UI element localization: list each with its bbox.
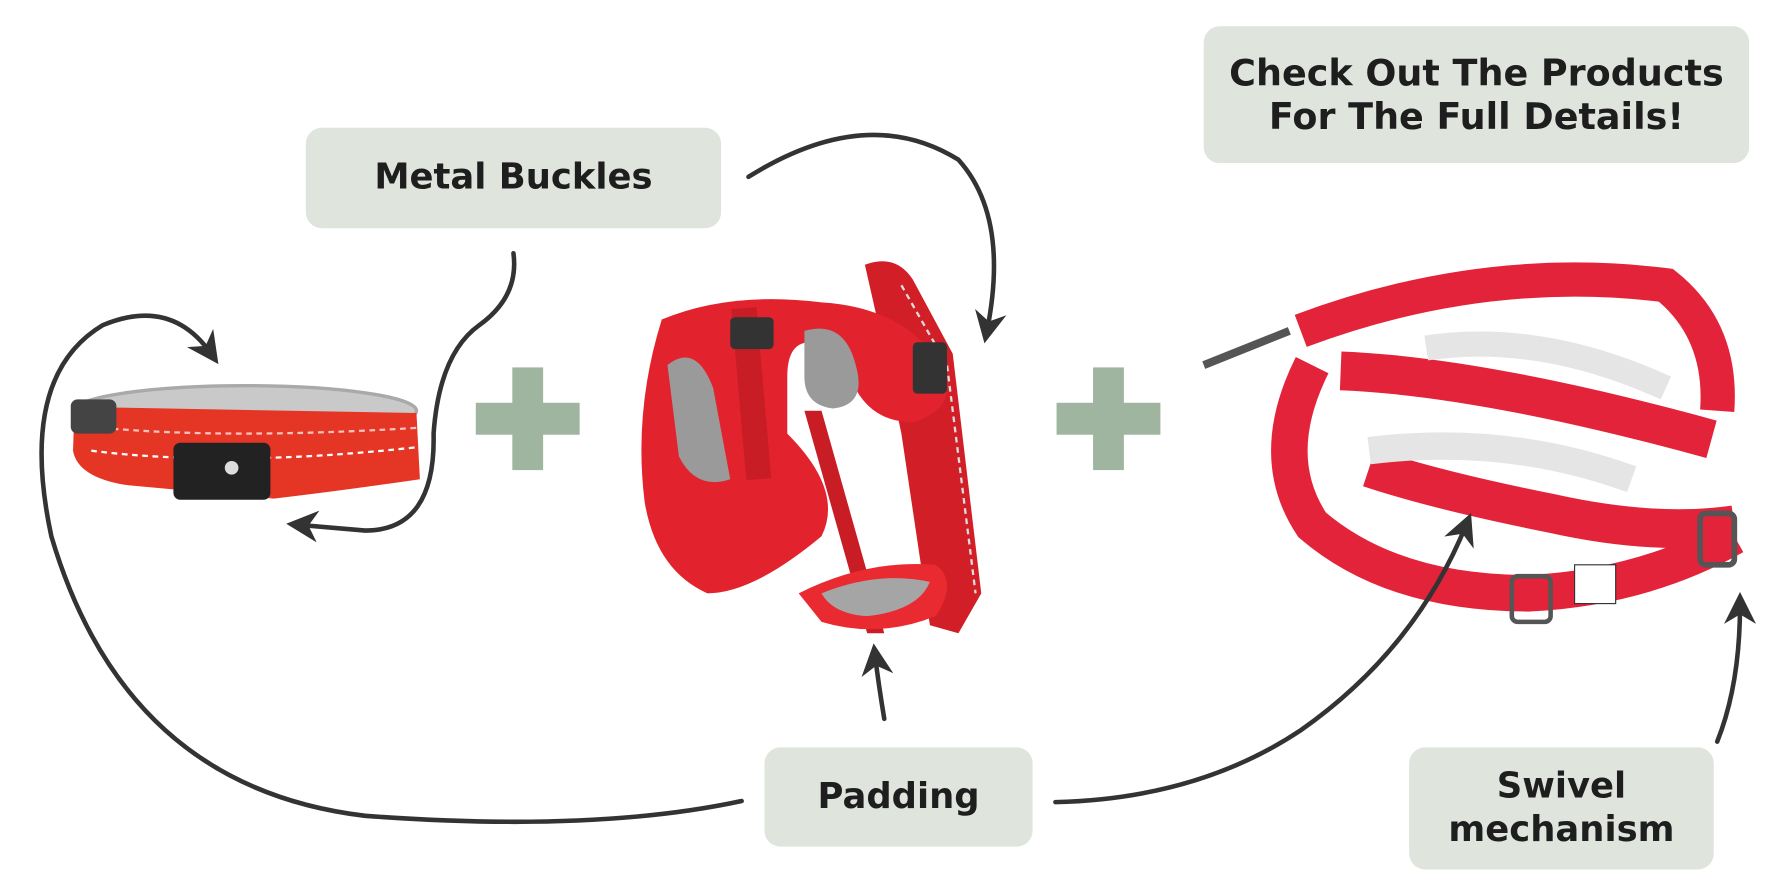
cta-label: Check Out The Products For The Full Deta…	[1203, 26, 1750, 164]
metal-buckles-label: Metal Buckles	[305, 127, 722, 229]
swivel-text-line2: mechanism	[1448, 808, 1675, 850]
arrows	[39, 132, 1756, 825]
arrow-swivel-to-leash	[1714, 591, 1756, 744]
swivel-text-line1: Swivel	[1496, 765, 1627, 808]
arrow-buckles-to-collar	[286, 251, 517, 543]
padding-label: Padding	[764, 747, 1033, 847]
arrow-padding-to-leash	[1053, 513, 1474, 805]
arrow-buckles-to-harness	[746, 132, 1007, 344]
swivel-label: Swivel mechanism	[1409, 747, 1714, 870]
plus-icon	[1056, 367, 1161, 471]
cta-text-line1: Check Out The Products	[1229, 50, 1724, 95]
metal-buckles-text: Metal Buckles	[374, 156, 653, 198]
arrow-padding-to-harness	[861, 643, 894, 722]
dog-collar-image	[70, 383, 420, 500]
dog-harness-image	[641, 261, 982, 634]
arrow-padding-to-collar	[39, 313, 744, 825]
cta-text-line2: For The Full Details!	[1268, 94, 1684, 139]
plus-icon	[475, 367, 580, 471]
padding-text: Padding	[817, 775, 980, 817]
dog-leash-image	[1202, 262, 1744, 625]
